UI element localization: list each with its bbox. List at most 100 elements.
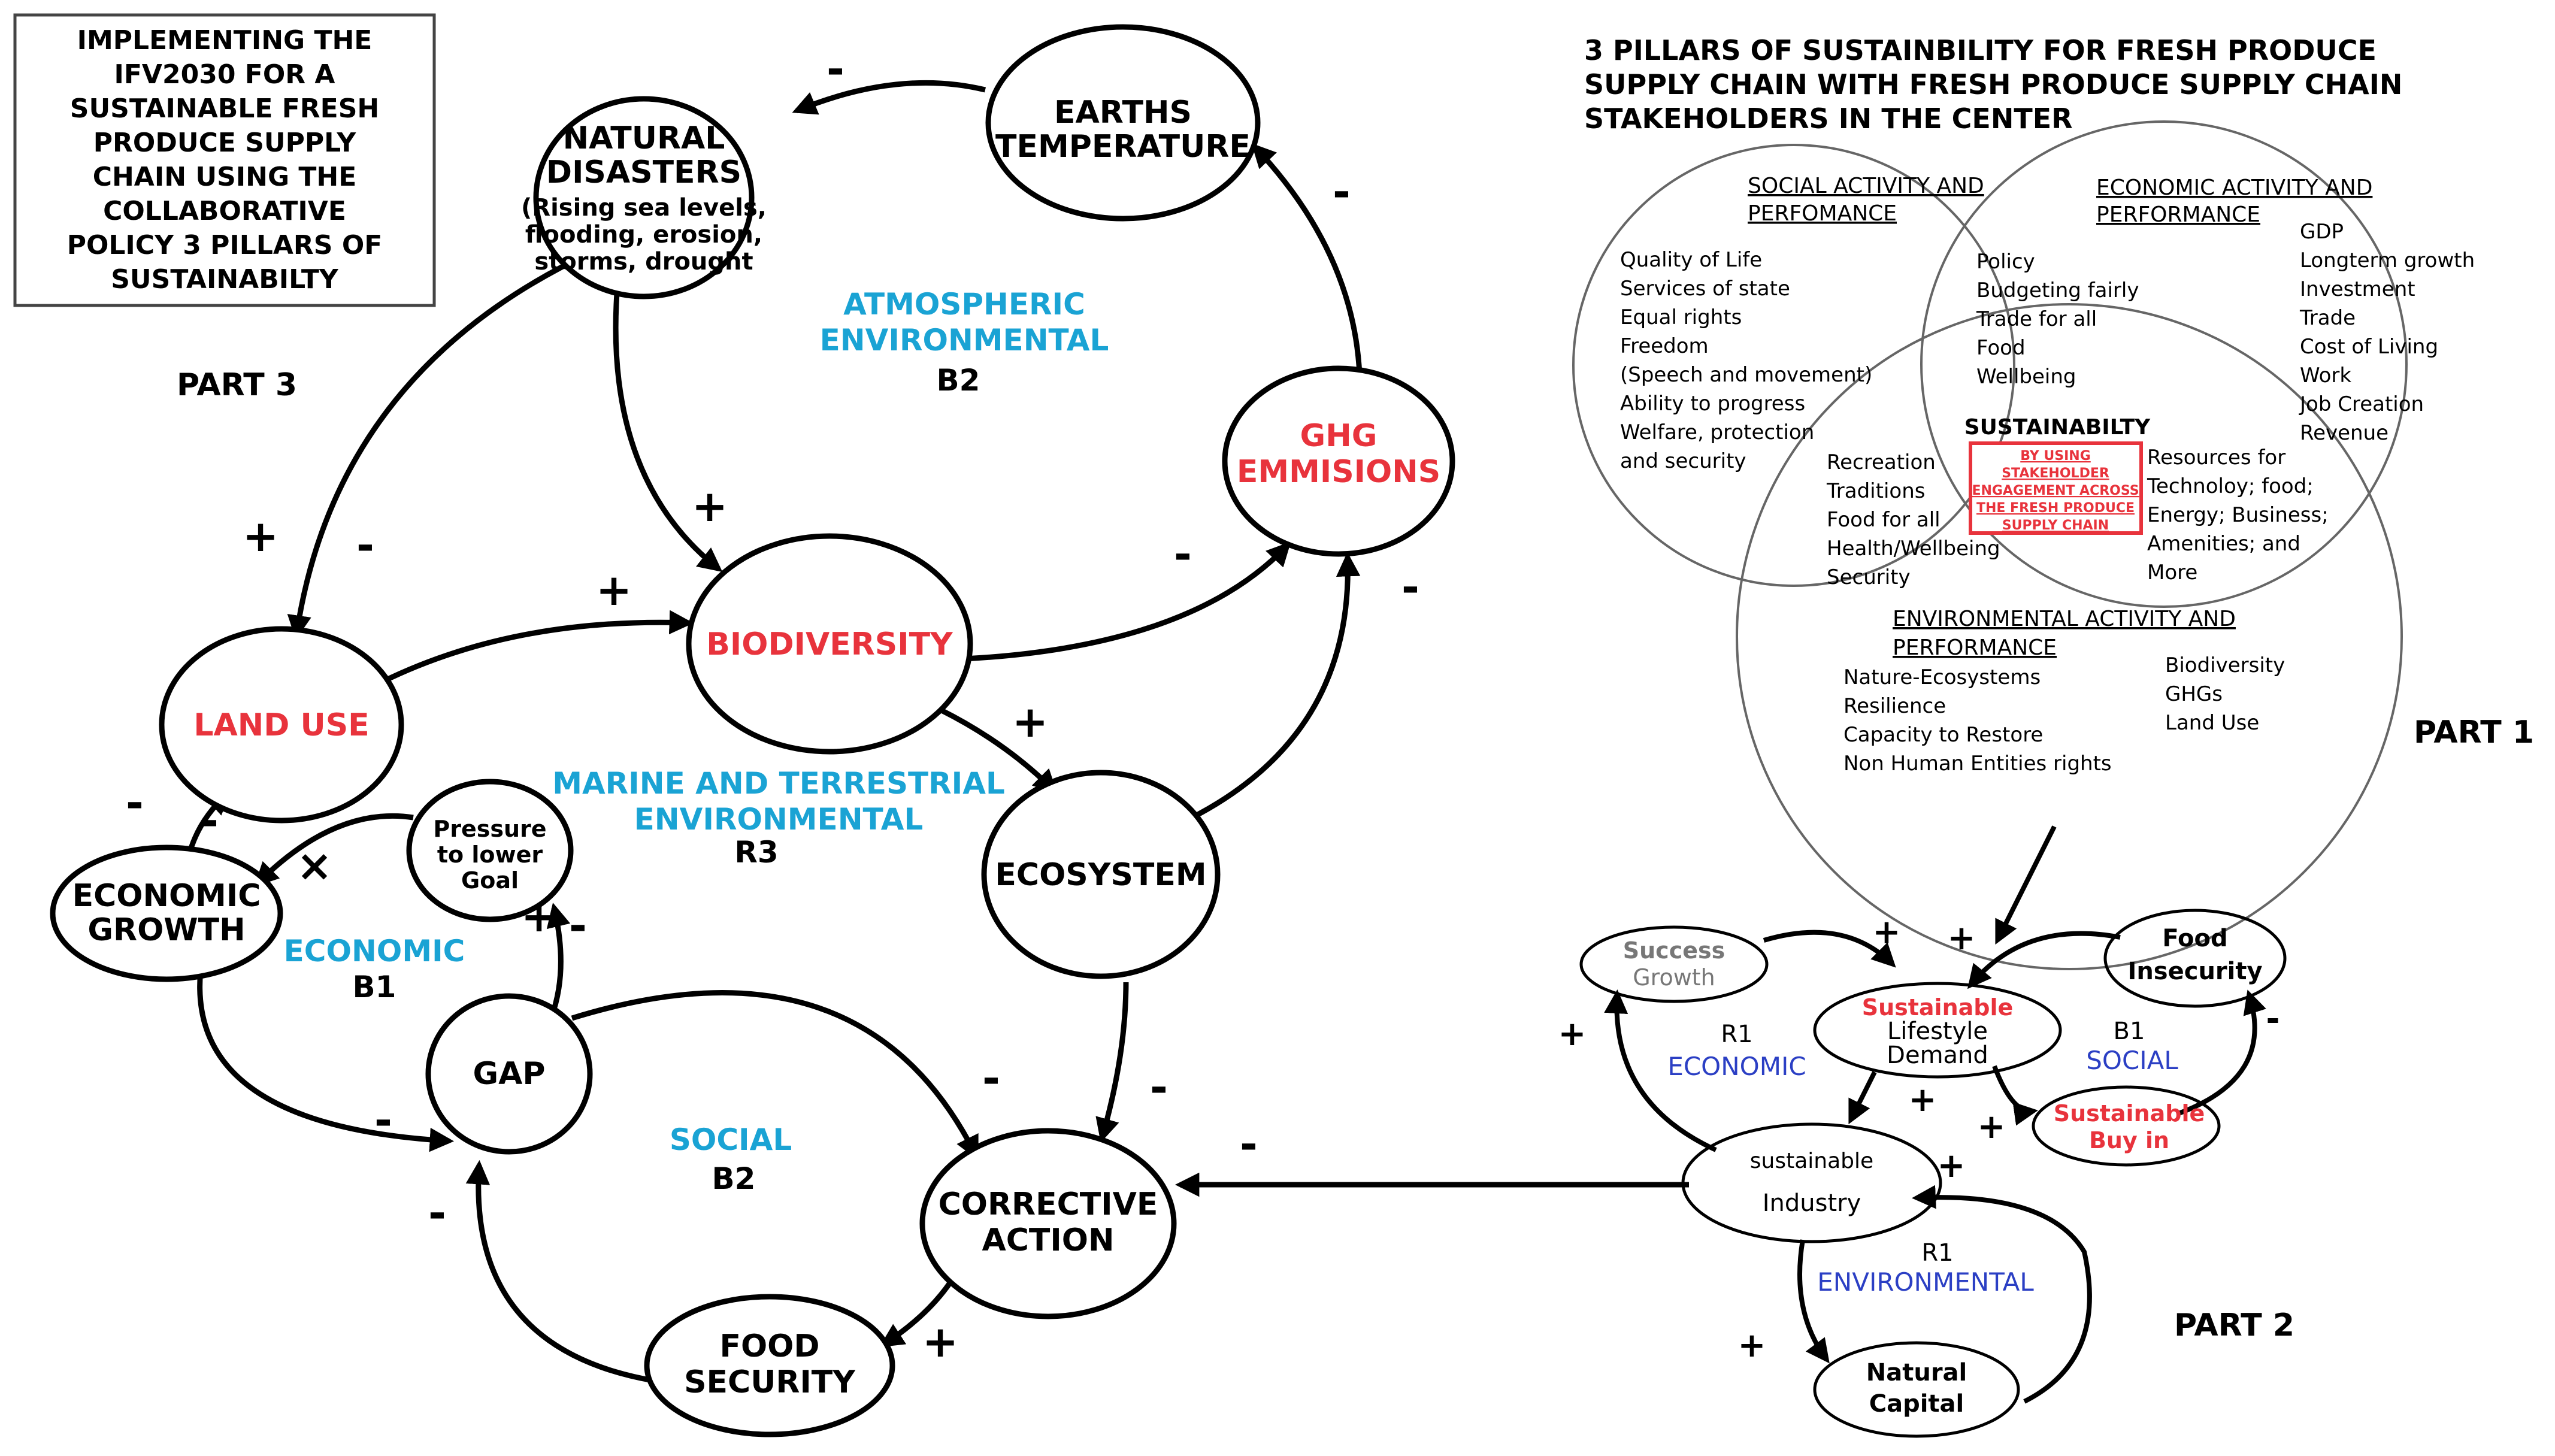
polarity-sign: + [1948, 919, 1976, 958]
social-item: Services of state [1620, 277, 1790, 301]
sustainable-buy-in-label: Sustainable [2054, 1100, 2205, 1127]
environmental-heading: ENVIRONMENTAL ACTIVITY AND [1893, 607, 2236, 631]
edge-success-to-lifestyle [1763, 930, 1896, 968]
edge-ecosystem-to-ghg [1196, 552, 1361, 817]
title-line: IMPLEMENTING THE [77, 25, 373, 56]
economic-item: Cost of Living [2300, 335, 2438, 359]
social-item: (Speech and movement) [1620, 363, 1872, 387]
overlap-item: Trade for all [1976, 307, 2097, 331]
env-item: GHGs [2165, 682, 2223, 706]
center-box-text: BY USING [2020, 449, 2091, 464]
edge-foodinsecurity-to-lifestyle [1967, 931, 2121, 989]
lifestyle-demand-label: Sustainable [1862, 994, 2014, 1021]
natural-disasters-detail: storms, drought [534, 248, 753, 276]
environmental-items: Nature-Ecosystems Resilience Capacity to… [1843, 653, 2285, 776]
overlap-item: Technoloy; food; [2147, 474, 2314, 498]
gap-label: GAP [473, 1056, 545, 1092]
env-item: Non Human Entities rights [1843, 752, 2112, 776]
success-growth-label: Growth [1633, 964, 1715, 991]
pressure-label: Pressure [433, 816, 546, 842]
env-item: Resilience [1843, 694, 1946, 718]
polarity-sign: - [356, 520, 374, 570]
env-item: Nature-Ecosystems [1843, 665, 2041, 689]
polarity-sign: - [1401, 562, 1419, 612]
node-earths-temperature [985, 24, 1261, 222]
node-ecosystem [981, 770, 1221, 979]
economic-items: GDP Longterm growth Investment Trade Cos… [2299, 220, 2475, 445]
social-loop-id: B2 [712, 1161, 756, 1196]
part1-title: 3 PILLARS OF SUSTAINBILITY FOR FRESH PRO… [1584, 34, 2377, 66]
node-pressure [406, 779, 574, 922]
economic-heading: ECONOMIC ACTIVITY AND [2096, 175, 2372, 200]
title-line: PRODUCE SUPPLY [93, 128, 357, 158]
social-item: and security [1620, 449, 1746, 473]
title-line: POLICY 3 PILLARS OF [67, 230, 383, 261]
part-2-label: PART 2 [2174, 1307, 2294, 1343]
edge-landuse-to-biodiversity [373, 610, 694, 689]
biodiversity-label: BIODIVERSITY [706, 626, 953, 662]
overlap-item: Resources for [2147, 446, 2285, 470]
social-item: Freedom [1620, 334, 1709, 358]
edge-pressure-to-growth [254, 813, 414, 887]
node-sustainable-buy-in [2032, 1085, 2221, 1167]
lifestyle-demand-label: Demand [1887, 1042, 1988, 1069]
natural-capital-label: Capital [1869, 1390, 1964, 1418]
social-item: Equal rights [1620, 305, 1742, 329]
polarity-sign: - [1240, 1119, 1258, 1169]
marine-loop-id: R3 [734, 835, 778, 870]
polarity-sign: + [1738, 1326, 1766, 1365]
social-item: Welfare, protection [1620, 420, 1814, 444]
marine-loop-label: MARINE AND TERRESTRIAL [552, 766, 1005, 801]
title-line: SUSTAINABILTY [111, 264, 339, 295]
overlap-item: Traditions [1826, 479, 1925, 503]
part2-b1-social-label: SOCIAL [2086, 1046, 2178, 1075]
social-heading: SOCIAL ACTIVITY AND [1748, 174, 1984, 198]
edge-biodiversity-to-ecosystem [939, 707, 1058, 794]
overlap-item: Budgeting fairly [1976, 279, 2139, 302]
edge-biodiversity-to-ghg [964, 541, 1291, 662]
node-natural-disasters [533, 96, 755, 299]
node-biodiversity [686, 533, 973, 755]
edge-ecosystem-to-corrective [1095, 982, 1129, 1143]
polarity-sign: + [1978, 1107, 2006, 1146]
node-economic-growth [50, 844, 283, 982]
env-item: Biodiversity [2165, 653, 2285, 677]
node-gap [425, 993, 593, 1155]
marine-loop-label: ENVIRONMENTAL [634, 802, 924, 837]
social-items: Quality of Life Services of state Equal … [1620, 248, 1872, 473]
node-success-growth [1579, 925, 1769, 1003]
center-box-text: ENGAGEMENT ACROSS [1972, 483, 2139, 498]
node-lifestyle-demand [1813, 982, 2062, 1079]
overlap-item: Wellbeing [1976, 365, 2076, 389]
edge-lifestyle-to-industry [1848, 1071, 1877, 1125]
overlap-item: Amenities; and [2147, 532, 2300, 556]
sustainable-buy-in-label: Buy in [2089, 1127, 2169, 1154]
node-natural-capital [1813, 1341, 2020, 1438]
polarity-sign: + [1909, 1080, 1937, 1119]
economic-growth-label: ECONOMIC [72, 878, 261, 914]
polarity-sign: + [1558, 1015, 1587, 1054]
venn-social-circle [1572, 144, 2015, 587]
natural-disasters-detail: (Rising sea levels, [521, 194, 767, 222]
sustainable-industry-label: Industry [1763, 1189, 1861, 1217]
env-item: Land Use [2165, 711, 2259, 735]
polarity-sign: - [569, 900, 587, 951]
node-sustainable-industry [1681, 1122, 1942, 1243]
polarity-sign: - [1150, 1062, 1168, 1112]
polarity-sign: + [692, 481, 728, 531]
natural-disasters-detail: flooding, erosion, [525, 221, 762, 249]
venn-economic-circle [1920, 120, 2408, 608]
overlap-item: Policy [1976, 250, 2035, 274]
polarity-sign: - [126, 777, 144, 828]
economic-item: Longterm growth [2300, 249, 2475, 273]
social-economic-items: Policy Budgeting fairly Trade for all Fo… [1976, 250, 2139, 389]
economic-environmental-items: Resources for Technoloy; food; Energy; B… [2147, 446, 2329, 585]
overlap-item: Food [1976, 336, 2026, 360]
social-heading: PERFOMANCE [1748, 201, 1897, 226]
part-1-label: PART 1 [2414, 715, 2534, 750]
title-line: COLLABORATIVE [103, 196, 346, 226]
polarity-sign: - [1174, 529, 1192, 579]
polarity-sign: + [521, 891, 557, 942]
economic-loop-id: B1 [353, 970, 396, 1004]
land-use-label: LAND USE [193, 707, 369, 743]
